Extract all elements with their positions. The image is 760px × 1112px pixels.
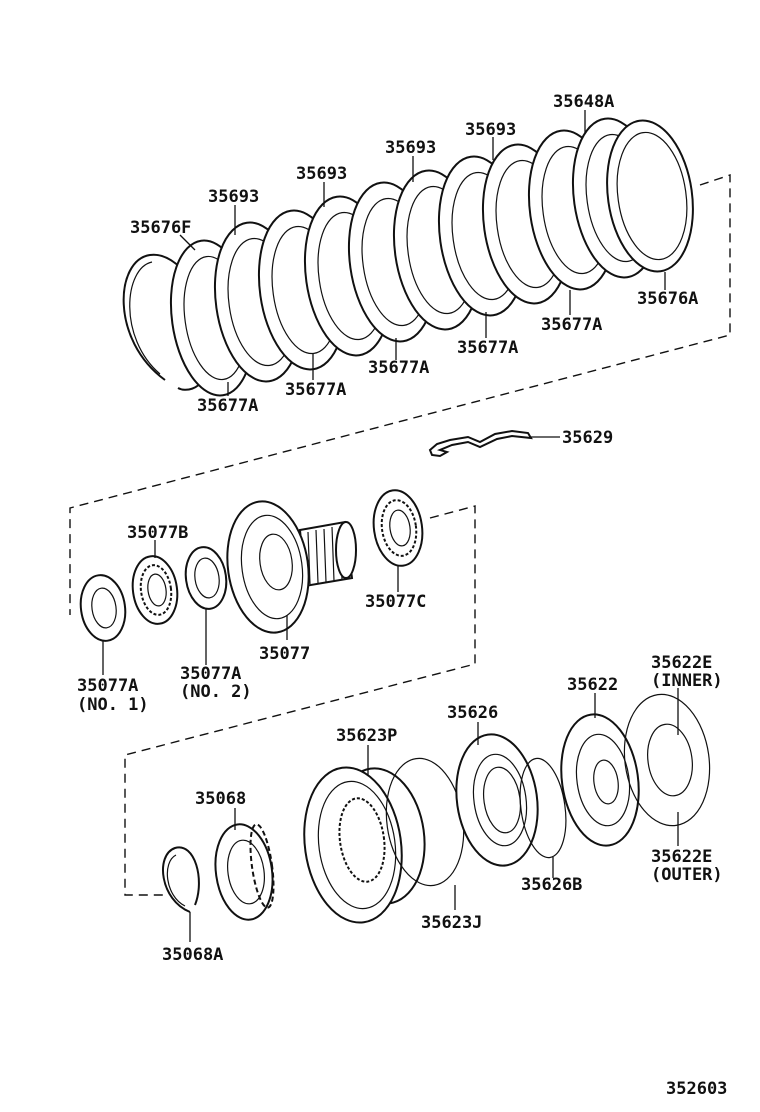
label-35077B: 35077B: [127, 523, 188, 543]
label-35622E-inner: 35622E: [651, 653, 712, 673]
label-35693-a: 35693: [465, 120, 516, 140]
label-35623P: 35623P: [336, 726, 397, 746]
label-35077: 35077: [259, 644, 310, 664]
middle-group: 35077B 35077C 35077 35077A (NO. 1) 35077…: [77, 489, 476, 896]
label-35077A-no1: 35077A: [77, 676, 138, 696]
label-35068A: 35068A: [162, 945, 223, 965]
lock-plate-35629: [428, 429, 533, 458]
label-35622: 35622: [567, 675, 618, 695]
snap-ring-35068A: [162, 846, 200, 913]
label-35623J: 35623J: [421, 913, 482, 933]
label-35622E-inner-note: (INNER): [651, 671, 723, 691]
label-35693-d: 35693: [208, 187, 259, 207]
label-35622E-outer: 35622E: [651, 847, 712, 867]
label-35068: 35068: [195, 789, 246, 809]
label-35626B: 35626B: [521, 875, 582, 895]
label-35077A-no2: 35077A: [180, 664, 241, 684]
label-35676A: 35676A: [637, 289, 698, 309]
label-35626: 35626: [447, 703, 498, 723]
bottom-group: 35068 35068A 35623P 35623J 35626 35626B …: [162, 653, 723, 965]
label-35622E-outer-note: (OUTER): [651, 865, 723, 885]
label-35677A-e: 35677A: [197, 396, 258, 416]
label-35077A-no1-note: (NO. 1): [77, 695, 149, 715]
label-35677A-c: 35677A: [368, 358, 429, 378]
label-35648A: 35648A: [553, 92, 614, 112]
label-35693-c: 35693: [296, 164, 347, 184]
clutch-pack-group: 35648A 35693 35693 35693 35693 35676F 35…: [69, 92, 731, 615]
label-35077A-no2-note: (NO. 2): [180, 682, 252, 702]
label-35677A-b: 35677A: [457, 338, 518, 358]
plate-stack: [169, 117, 694, 397]
label-35693-b: 35693: [385, 138, 436, 158]
label-35677A-a: 35677A: [541, 315, 602, 335]
label-35677A-d: 35677A: [285, 380, 346, 400]
label-35676F: 35676F: [130, 218, 191, 238]
diagram-id: 352603: [666, 1079, 727, 1099]
label-35077C: 35077C: [365, 592, 426, 612]
lock-plate-35629-group: 35629: [428, 428, 613, 458]
label-35629: 35629: [562, 428, 613, 448]
